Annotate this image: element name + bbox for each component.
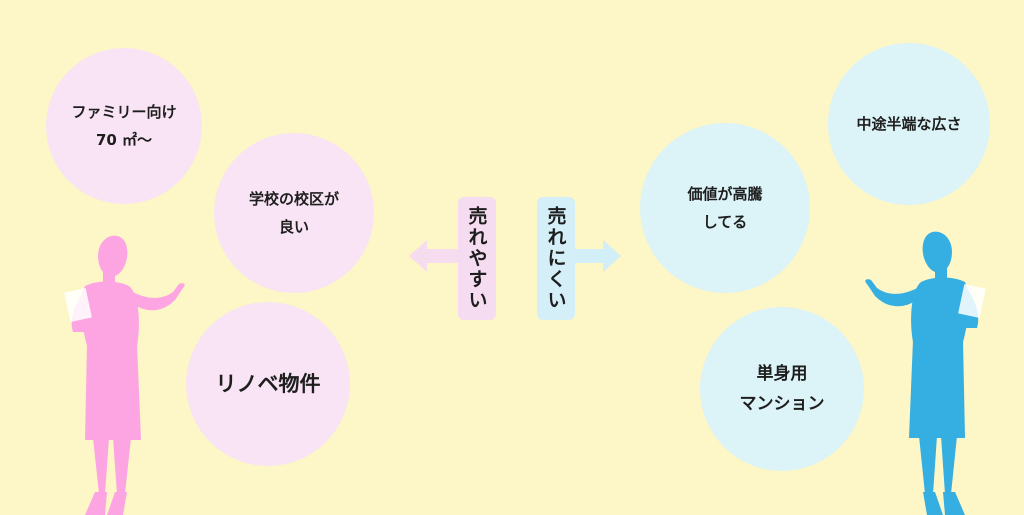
sells-poorly-label: 売れにくい <box>537 197 575 320</box>
bubble-awkward-size: 中途半端な広さ <box>828 43 990 205</box>
bubble-text-line1: 中途半端な広さ <box>856 115 962 133</box>
bubble-family-size: ファミリー向け 70 ㎡〜 <box>46 48 202 204</box>
bubble-text-line2: 良い <box>278 218 309 236</box>
right-arrow-icon <box>567 240 621 272</box>
bubble-text-line1: 単身用 <box>756 364 808 384</box>
bubble-text-line1: ファミリー向け <box>71 103 177 121</box>
sells-easily-label: 売れやすい <box>458 197 496 320</box>
woman-silhouette-icon <box>64 235 185 515</box>
bubble-renovated: リノベ物件 <box>186 302 350 466</box>
left-arrow-icon <box>409 240 463 272</box>
bubble-text-line1: 学校の校区が <box>248 190 339 208</box>
bubble-text-line1: 価値が高騰 <box>687 185 763 203</box>
woman-silhouette-icon <box>865 231 986 515</box>
bubble-text-line2: してる <box>702 213 748 231</box>
bubble-text-line2: マンション <box>739 394 825 414</box>
bubble-school-district: 学校の校区が 良い <box>214 133 374 293</box>
bubble-text-line1: リノベ物件 <box>215 372 321 396</box>
bubble-price-surge: 価値が高騰 してる <box>640 123 810 293</box>
bubble-text-line2: 70 ㎡〜 <box>95 131 153 149</box>
bubble-single-apartment: 単身用 マンション <box>700 307 864 471</box>
